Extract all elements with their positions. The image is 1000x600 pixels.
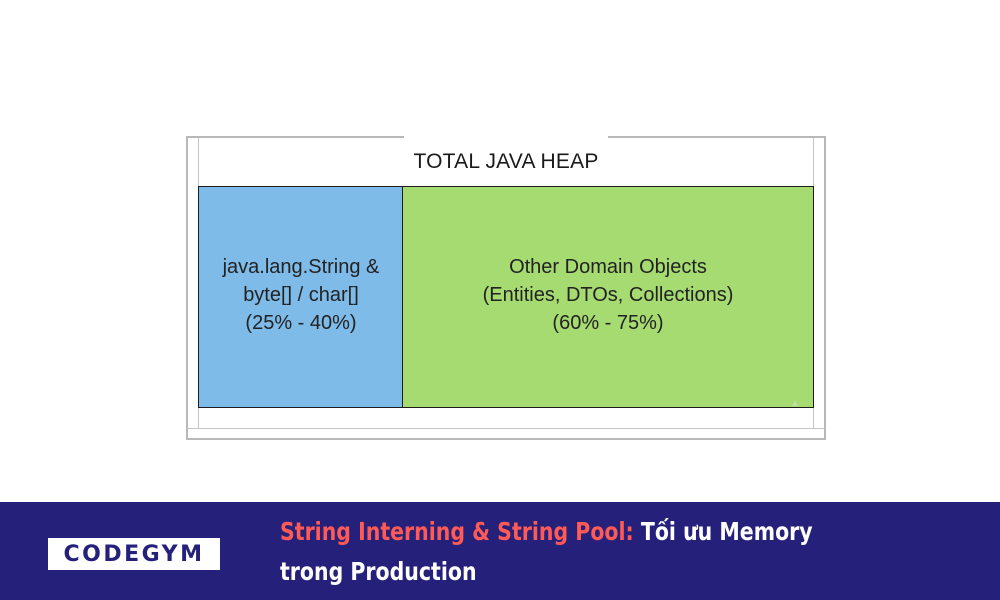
- other-objects-line-3: (60% - 75%): [552, 312, 664, 334]
- string-objects-line-2: byte[] / char[]: [243, 284, 359, 306]
- other-objects-label: Other Domain Objects (Entities, DTOs, Co…: [483, 253, 734, 337]
- article-title-line-2: trong Production: [280, 557, 477, 586]
- frame-border-bottom: [186, 438, 826, 440]
- string-objects-line-1: java.lang.String &: [222, 256, 380, 278]
- heap-diagram: TOTAL JAVA HEAP java.lang.String & byte[…: [186, 136, 826, 440]
- frame-border-right: [824, 136, 826, 440]
- string-objects-label: java.lang.String & byte[] / char[] (25% …: [223, 253, 380, 337]
- frame-border-top-left: [186, 136, 404, 138]
- string-objects-block: java.lang.String & byte[] / char[] (25% …: [198, 186, 404, 408]
- string-objects-line-3: (25% - 40%): [245, 312, 357, 334]
- article-title: String Interning & String Pool: Tối ưu M…: [280, 512, 813, 592]
- inner-border-bottom: [187, 428, 825, 429]
- heap-title: TOTAL JAVA HEAP: [413, 150, 599, 173]
- watermark-mark-icon: ▲: [790, 398, 800, 409]
- frame-border-top-right: [608, 136, 826, 138]
- other-objects-line-1: Other Domain Objects: [509, 256, 707, 278]
- article-title-accent: String Interning & String Pool:: [280, 517, 634, 546]
- frame-border-left: [186, 136, 188, 440]
- footer-banner: CODEGYM String Interning & String Pool: …: [0, 502, 1000, 600]
- article-title-rest: Tối ưu Memory: [633, 517, 813, 546]
- other-objects-block: Other Domain Objects (Entities, DTOs, Co…: [402, 186, 814, 408]
- other-objects-line-2: (Entities, DTOs, Collections): [482, 284, 734, 306]
- codegym-logo: CODEGYM: [48, 538, 220, 570]
- article-title-line-1: String Interning & String Pool: Tối ưu M…: [280, 512, 813, 552]
- logo-text: CODEGYM: [63, 541, 205, 567]
